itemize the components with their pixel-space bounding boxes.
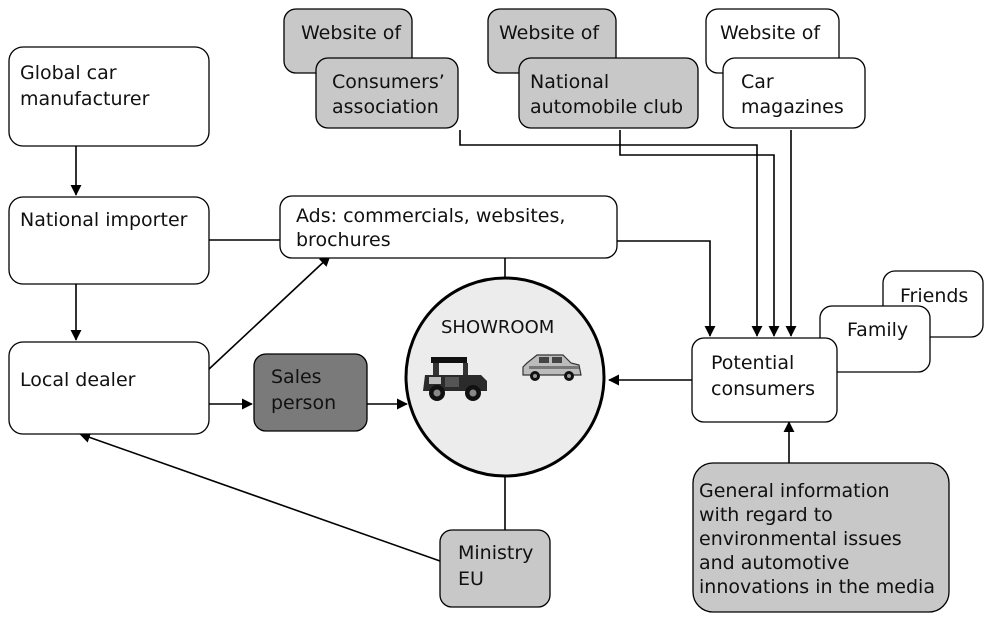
website-magazines-front-text: Car magazines (741, 71, 844, 118)
website-magazines-back-text: Website of (720, 22, 821, 44)
website-consumers-front-line: Consumers’ (332, 71, 445, 93)
website-club-front-line: National (530, 71, 609, 93)
website-consumers-back-text: Website of (301, 22, 402, 44)
website-club-front-text: National automobile club (530, 71, 683, 118)
global-manufacturer-line: manufacturer (20, 88, 150, 110)
local-dealer-line: Local dealer (20, 369, 136, 391)
general-info-line: with regard to (699, 504, 833, 526)
potential-consumers-line: Potential (711, 352, 794, 374)
sales-person-line: person (271, 392, 336, 414)
arrow-dealer-to-ads (207, 255, 331, 371)
global-manufacturer-line: Global car (20, 62, 117, 84)
website-car-magazines: Website of Car magazines (705, 8, 866, 129)
website-magazines-front-box (722, 57, 866, 129)
national-importer-box (8, 196, 210, 285)
showroom-circle (404, 276, 606, 478)
website-magazines-front-line: magazines (741, 96, 844, 118)
website-club-back-line: Website of (499, 22, 600, 44)
potential-consumers-node: Potential consumers (691, 337, 838, 423)
general-info-box (692, 462, 950, 613)
website-consumers-front-box (315, 57, 459, 129)
friends-family-stack: Friends Family (819, 270, 984, 373)
website-club-back-text: Website of (499, 22, 600, 44)
family-text: Family (847, 319, 908, 341)
ministry-line: EU (458, 568, 484, 590)
local-dealer-box (8, 341, 210, 435)
website-magazines-front-line: Car (741, 71, 774, 93)
ads-line: brochures (296, 229, 391, 251)
national-importer-node: National importer (8, 196, 210, 285)
website-magazines-back-line: Website of (720, 22, 821, 44)
website-consumers-association: Website of Consumers’ association (283, 8, 459, 129)
jeep-icon (423, 357, 487, 401)
suv-car-icon (522, 354, 582, 381)
ads-line: Ads: commercials, websites, (296, 205, 565, 227)
global-manufacturer-node: Global car manufacturer (8, 46, 210, 147)
arrow-ministry-to-dealer (79, 432, 441, 562)
ads-text: Ads: commercials, websites,brochures (296, 205, 565, 251)
local-dealer-node: Local dealer (8, 341, 210, 435)
website-consumers-front-text: Consumers’ association (332, 71, 445, 118)
sales-person-text: Sales person (271, 366, 336, 414)
sales-person-line: Sales (271, 366, 322, 388)
friends-text: Friends (900, 285, 968, 307)
ministry-line: Ministry (458, 542, 533, 564)
showroom-node: SHOWROOM (404, 276, 606, 478)
general-info-line: General information (699, 480, 890, 502)
arrow-ads-to-consumers (617, 240, 716, 337)
ads-box (279, 195, 618, 259)
global-manufacturer-box (8, 46, 210, 147)
arrow-automobile-club-to-consumers (619, 130, 780, 337)
global-manufacturer-text: Global car manufacturer (20, 62, 150, 110)
website-consumers-back-line: Website of (301, 22, 402, 44)
potential-consumers-text: Potential consumers (711, 352, 815, 400)
website-national-automobile-club: Website of National automobile club (487, 8, 699, 129)
national-importer-text: National importer (20, 209, 188, 231)
website-club-front-box (518, 57, 699, 129)
website-consumers-front-line: association (332, 96, 439, 118)
local-dealer-text: Local dealer (20, 369, 136, 391)
friends-line: Friends (900, 285, 968, 307)
sales-person-box (253, 353, 368, 432)
general-info-line: and automotive (699, 552, 849, 574)
ministry-box (439, 529, 551, 608)
showroom-line: SHOWROOM (441, 317, 554, 338)
potential-consumers-box (691, 337, 838, 423)
ads-node: Ads: commercials, websites,brochures (279, 195, 618, 259)
general-info-line: environmental issues (699, 528, 902, 550)
sales-person-node: Sales person (253, 353, 368, 432)
showroom-text: SHOWROOM (441, 317, 554, 338)
national-importer-line: National importer (20, 209, 188, 231)
general-info-line: innovations in the media (699, 576, 935, 598)
website-club-front-line: automobile club (530, 96, 683, 118)
potential-consumers-line: consumers (711, 378, 815, 400)
arrow-consumers-association-to-consumers (459, 130, 763, 337)
family-line: Family (847, 319, 908, 341)
